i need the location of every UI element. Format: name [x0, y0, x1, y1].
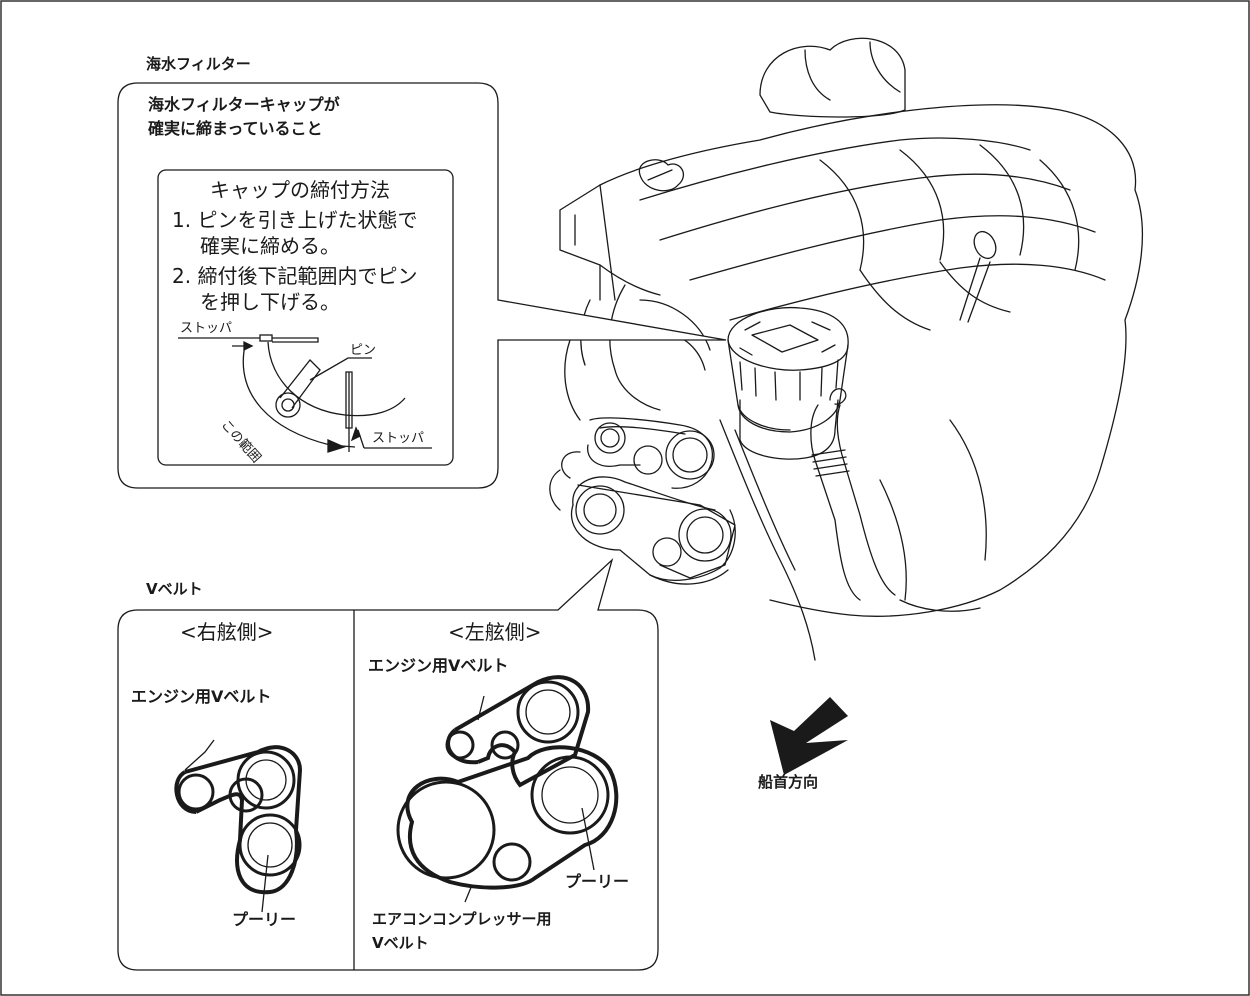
pin-label: ピン — [350, 343, 377, 358]
engine-illustration — [549, 37, 1144, 661]
method-title: キャップの締付方法 — [210, 178, 390, 202]
starboard-engine-belt — [184, 745, 303, 895]
method-box — [157, 169, 454, 466]
starboard-pulley-bottom — [238, 813, 302, 877]
port-belt-diagram — [396, 675, 619, 903]
port-ac-belt-label-line2: Vベルト — [372, 934, 429, 952]
sea-filter-note-line2: 確実に締まっていること — [148, 119, 323, 138]
bow-direction-arrow — [770, 697, 848, 775]
starboard-pulley-label: プーリー — [232, 910, 297, 929]
port-ac-pulley — [396, 780, 496, 880]
port-ac-belt-label-line1: エアコンコンプレッサー用 — [372, 910, 552, 928]
sea-filter-callout — [117, 82, 727, 489]
method-step1-line1: 1. ピンを引き上げた状態で — [172, 208, 418, 232]
method-step2-line1: 2. 締付後下記範囲内でピン — [172, 264, 418, 288]
bow-direction-label: 船首方向 — [758, 773, 819, 791]
starboard-title: <右舷側> — [180, 620, 274, 644]
v-belt-callout — [117, 557, 659, 971]
stopper-top-label: ストッパ — [180, 321, 233, 336]
sea-filter-title: 海水フィルター — [146, 55, 251, 73]
port-pulley-bottom — [530, 755, 610, 835]
starboard-belt-diagram — [174, 739, 303, 913]
starboard-pulley-small-1 — [177, 773, 215, 811]
port-ac-belt — [405, 745, 619, 890]
v-belt-title: Vベルト — [146, 580, 203, 598]
method-step1-line2: 確実に締める。 — [200, 234, 340, 258]
stopper-diagram — [178, 334, 432, 453]
starboard-engine-belt-label: エンジン用Vベルト — [131, 687, 272, 706]
sea-filter-note-line1: 海水フィルターキャップが — [148, 95, 340, 114]
v-belt-box — [117, 557, 659, 971]
port-pulley-label: プーリー — [565, 872, 630, 891]
port-engine-belt-label: エンジン用Vベルト — [368, 656, 509, 675]
starboard-pulley-top — [236, 750, 296, 810]
method-step2-line2: を押し下げる。 — [200, 290, 340, 314]
port-engine-belt — [453, 675, 591, 788]
port-title: <左舷側> — [448, 620, 542, 644]
stopper-bottom-label: ストッパ — [372, 431, 425, 446]
port-pulley-top — [516, 680, 580, 744]
